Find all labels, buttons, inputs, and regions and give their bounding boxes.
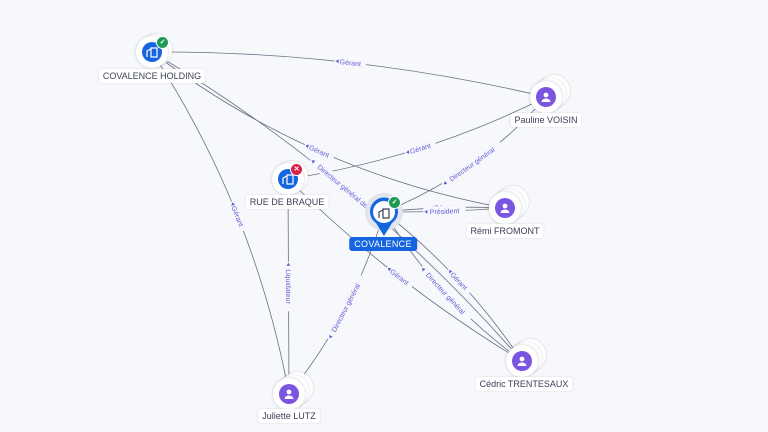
edge-label-background	[227, 199, 249, 233]
node-circle	[273, 378, 305, 410]
edge-label: Gérant	[409, 143, 432, 156]
check-icon: ✓	[388, 196, 401, 209]
arrow-left-icon	[305, 144, 310, 149]
node-circle	[506, 345, 538, 377]
edge-label-background	[439, 139, 504, 189]
close-icon: ✕	[290, 163, 303, 176]
edge-label-group: Liquidateur	[283, 261, 294, 312]
arrow-left-icon	[448, 270, 453, 274]
edge-label-group: Directeur général	[324, 273, 367, 342]
node-label-remi-fromont[interactable]: Rémi FROMONT	[466, 224, 544, 238]
arrow-left-icon	[329, 334, 333, 339]
node-covalence[interactable]: ✓	[364, 192, 404, 243]
node-label-juliette-lutz[interactable]: Juliette LUTZ	[258, 409, 320, 423]
person-icon	[536, 87, 556, 107]
node-label-covalence-holding[interactable]: COVALENCE HOLDING	[98, 69, 206, 83]
edge-label-background	[423, 205, 466, 217]
person-icon	[279, 384, 299, 404]
arrow-left-icon	[231, 202, 236, 206]
edge-label-group: Gérant	[334, 55, 367, 70]
edge-label-background	[302, 140, 336, 163]
arrow-left-icon	[286, 262, 291, 266]
edge-remi-fromont-to-covalence-holding	[151, 51, 506, 209]
edge-label: Directeur général	[449, 146, 497, 183]
person-icon	[512, 351, 532, 371]
arrow-left-icon	[335, 59, 339, 64]
edge-label-group: Gérant	[403, 138, 437, 158]
edge-label-background	[417, 263, 474, 323]
arrow-left-icon	[311, 160, 316, 164]
node-label-covalence[interactable]: COVALENCE	[349, 237, 417, 251]
edge-label: Président	[430, 208, 460, 216]
arrow-left-icon	[422, 268, 426, 272]
edge-label-background	[283, 261, 294, 312]
node-circle	[489, 192, 521, 224]
edge-label-group: Gérant	[302, 140, 336, 163]
edge-label-background	[324, 273, 367, 342]
node-label-cedric-trentesaux[interactable]: Cédric TRENTESAUX	[475, 377, 573, 391]
building-icon	[378, 206, 390, 224]
edge-label: Gérant	[339, 59, 361, 68]
edge-label-background	[334, 55, 367, 70]
person-icon	[495, 198, 515, 218]
edge-label: Directeur général	[331, 282, 362, 333]
edge-label-group: Gérant	[383, 263, 416, 291]
edge-label-background	[383, 263, 416, 291]
edge-label-group: Président	[423, 205, 466, 217]
arrow-left-icon	[387, 267, 392, 272]
edge-label-background	[444, 265, 474, 296]
arrow-left-icon	[443, 180, 448, 185]
node-label-pauline-voisin[interactable]: Pauline VOISIN	[510, 113, 582, 127]
check-icon: ✓	[156, 36, 169, 49]
edge-label-background	[403, 138, 437, 158]
node-circle	[530, 81, 562, 113]
edge-label-group: Directeur général	[439, 139, 504, 189]
arrow-left-icon	[424, 209, 428, 214]
edge-juliette-lutz-to-covalence-holding	[151, 51, 290, 395]
edge-label: Liquidateur	[284, 269, 291, 304]
arrow-left-icon	[406, 149, 410, 154]
node-label-rue-de-braque[interactable]: RUE DE BRAQUE	[245, 195, 329, 209]
